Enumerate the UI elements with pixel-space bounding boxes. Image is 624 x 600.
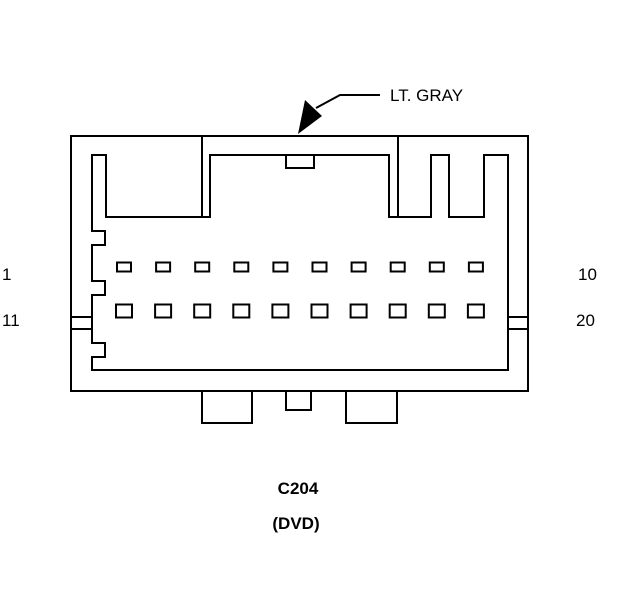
pin-cavity-7 bbox=[350, 261, 367, 273]
pin-cavity-6 bbox=[311, 261, 328, 273]
outer-body bbox=[70, 135, 529, 392]
pin-cavity-14 bbox=[232, 303, 251, 319]
pin-cavity-11 bbox=[115, 303, 133, 319]
connector-description: (DVD) bbox=[272, 514, 319, 533]
pin-cavity-5 bbox=[272, 261, 289, 273]
lock-tab bbox=[285, 154, 315, 169]
pin-cavity-18 bbox=[388, 303, 407, 319]
color-callout-label: LT. GRAY bbox=[390, 86, 463, 105]
pin-cavity-19 bbox=[427, 303, 446, 319]
pin-cavity-1 bbox=[116, 261, 132, 273]
pin-cavity-10 bbox=[467, 261, 484, 273]
pin-cavity-2 bbox=[155, 261, 172, 273]
pin-cavity-12 bbox=[154, 303, 173, 319]
inner-cavity-outline bbox=[91, 154, 509, 371]
pin-cavity-3 bbox=[194, 261, 211, 273]
pin-label-11: 11 bbox=[2, 311, 20, 330]
left-side-key bbox=[70, 316, 93, 330]
pin-label-1: 1 bbox=[2, 265, 11, 284]
color-callout: LT. GRAY bbox=[298, 86, 463, 134]
connector-housing bbox=[70, 135, 529, 424]
bottom-tab-left bbox=[201, 391, 253, 424]
callout-leader-line bbox=[315, 94, 380, 109]
pin-label-20: 20 bbox=[576, 311, 595, 330]
pin-cavity-13 bbox=[193, 303, 212, 319]
pin-cavity-20 bbox=[466, 303, 485, 319]
pin-cavity-8 bbox=[389, 261, 406, 273]
connector-id: C204 bbox=[278, 479, 319, 498]
bottom-tab-center bbox=[285, 391, 312, 411]
right-side-key bbox=[507, 316, 529, 330]
pin-label-10: 10 bbox=[578, 265, 597, 284]
callout-arrow bbox=[298, 100, 322, 134]
pin-cavity-16 bbox=[310, 303, 329, 319]
pin-cavity-4 bbox=[233, 261, 250, 273]
pin-row-bottom bbox=[115, 303, 485, 319]
pin-row-top bbox=[116, 261, 484, 273]
pin-cavity-9 bbox=[428, 261, 445, 273]
pin-cavity-17 bbox=[349, 303, 368, 319]
pin-cavity-15 bbox=[271, 303, 290, 319]
bottom-tab-right bbox=[345, 391, 398, 424]
